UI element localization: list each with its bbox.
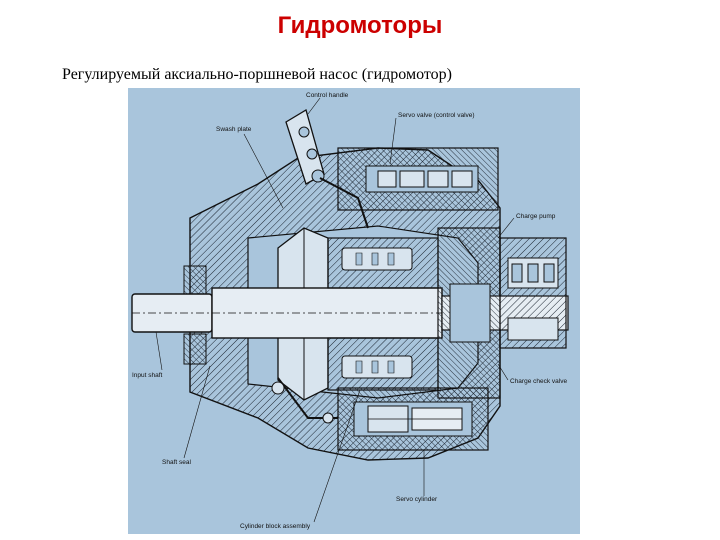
cylinder-block: [327, 237, 439, 391]
label-cylinder-block-assembly: Cylinder block assembly: [240, 523, 311, 530]
servo-cylinder: [337, 387, 489, 451]
control-handle: [285, 109, 369, 229]
label-shaft-seal: Shaft seal: [162, 459, 191, 466]
page-subtitle: Регулируемый аксиально-поршневой насос (…: [62, 66, 452, 83]
pump-cross-section-drawing: Control handle Swash plate Servo valve (…: [128, 88, 580, 534]
servo-valve-body: [337, 147, 499, 211]
pump-cross-section-svg: Control handle Swash plate Servo valve (…: [131, 92, 569, 530]
label-charge-pump: Charge pump: [516, 213, 556, 220]
label-swash-plate: Swash plate: [216, 126, 252, 133]
label-servo-valve: Servo valve (control valve): [398, 112, 475, 119]
label-servo-cylinder: Servo cylinder: [396, 496, 438, 503]
label-charge-check-valve: Charge check valve: [510, 378, 567, 385]
charge-pump: [499, 237, 567, 349]
lower-link: [271, 377, 338, 424]
end-cap: [437, 227, 501, 399]
front-bearing: [183, 265, 207, 365]
leader-lines: [155, 97, 515, 523]
label-input-shaft: Input shaft: [132, 372, 163, 379]
page-title: Гидромоторы: [277, 12, 443, 39]
label-control-handle: Control handle: [306, 92, 349, 99]
